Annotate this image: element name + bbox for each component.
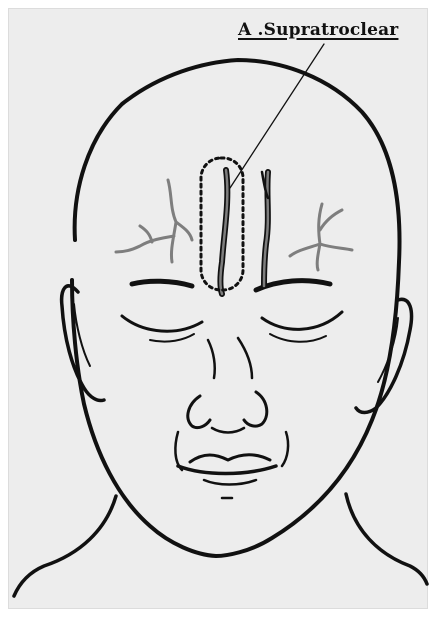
glabella-line-left: [208, 340, 215, 378]
upper-lip: [190, 455, 270, 462]
glabella-line-right: [238, 338, 252, 378]
left-eyebrow: [132, 281, 192, 286]
left-eye: [122, 316, 202, 331]
right-eyebrow: [256, 281, 330, 290]
left-forehead-artery: [116, 180, 192, 262]
nose-right-wing: [244, 392, 267, 426]
left-eye-crease: [150, 334, 194, 342]
artery-label: A .Supratroclear: [238, 20, 398, 40]
left-ear: [62, 286, 104, 401]
mouth-line: [178, 466, 276, 474]
right-forehead-artery: [290, 204, 352, 270]
neck-right: [346, 494, 427, 584]
left-nasolabial-fold: [175, 432, 182, 470]
right-ear: [356, 299, 412, 412]
nose-tip: [212, 428, 244, 433]
right-eye: [262, 312, 342, 329]
lower-lip: [204, 480, 256, 485]
right-nasolabial-fold: [282, 432, 288, 466]
supratrochlear-artery-left: [221, 170, 228, 294]
neck-left: [14, 496, 116, 596]
right-eye-crease: [270, 334, 326, 342]
head-outline: [72, 60, 400, 556]
nose-left-wing: [188, 396, 210, 428]
